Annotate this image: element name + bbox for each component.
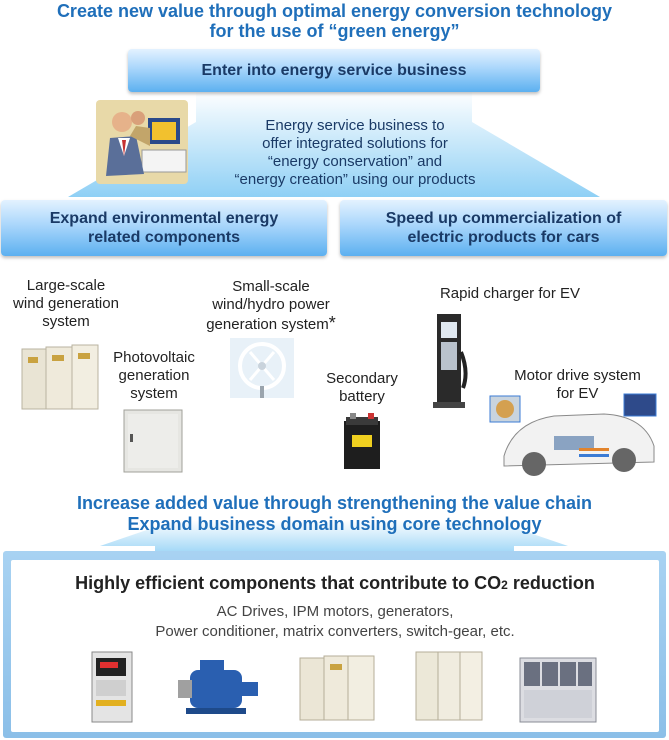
- service-text-line3: “energy conservation” and: [267, 153, 443, 170]
- switchgear-icon: [519, 657, 597, 723]
- energy-service-box: Enter into energy service business: [128, 49, 540, 92]
- right-box-line1: Speed up commercialization of: [385, 210, 622, 227]
- battery-line1: Secondary: [326, 370, 398, 387]
- components-title-post: reduction: [507, 573, 595, 593]
- small-wind-line1: Small-scale: [232, 278, 310, 295]
- right-box-line2: electric products for cars: [407, 229, 600, 246]
- power-conditioner-icon: [415, 651, 483, 721]
- service-text-line4: “energy creation” using our products: [234, 171, 476, 188]
- header-title-line1: Create new value through optimal energy …: [56, 1, 613, 21]
- battery-line2: battery: [339, 388, 385, 405]
- pv-line2: generation: [118, 367, 190, 384]
- large-wind-line2: wind generation: [13, 295, 119, 312]
- small-wind-turbine-icon: [230, 338, 294, 398]
- left-box-line1: Expand environmental energy: [49, 210, 279, 227]
- businessman-computer-icon: [96, 100, 188, 184]
- wind-inverter-cabinet-icon: [21, 344, 99, 410]
- motor-line2: for EV: [556, 385, 599, 402]
- ev-charger-icon: [433, 314, 468, 408]
- pv-line3: system: [130, 385, 178, 402]
- large-wind-line1: Large-scale: [26, 277, 106, 294]
- rapid-charger-label: Rapid charger for EV: [439, 285, 581, 302]
- ev-commercialization-box: Speed up commercialization of electric p…: [340, 200, 667, 256]
- header-title-line2: for the use of “green energy”: [209, 21, 460, 41]
- value-chain-arrow-shape: [100, 520, 568, 559]
- small-wind-line3: generation system: [206, 316, 329, 333]
- motor-drive-label: Motor drive system for EV: [500, 367, 655, 403]
- small-wind-label: Small-scale wind/hydro power generation …: [186, 278, 356, 334]
- photovoltaic-label: Photovoltaic generation system: [102, 349, 206, 403]
- environmental-components-box: Expand environmental energy related comp…: [1, 200, 327, 256]
- service-description: Energy service business to offer integra…: [190, 117, 520, 189]
- service-text-line1: Energy service business to: [265, 117, 445, 134]
- components-title-pre: Highly efficient components that contrib…: [75, 573, 502, 593]
- ac-drive-icon: [91, 651, 133, 723]
- small-wind-line2: wind/hydro power: [212, 296, 330, 313]
- service-arrow-shape: [68, 90, 600, 197]
- components-desc-line1: AC Drives, IPM motors, generators,: [216, 603, 454, 620]
- generator-cabinet-icon: [299, 655, 375, 721]
- battery-icon: [344, 413, 380, 469]
- ipm-motor-icon: [178, 660, 258, 714]
- large-wind-label: Large-scale wind generation system: [2, 277, 130, 331]
- components-desc-line2: Power conditioner, matrix converters, sw…: [155, 623, 515, 640]
- asterisk-mark: *: [328, 313, 336, 333]
- battery-label: Secondary battery: [314, 370, 410, 406]
- service-text-line2: offer integrated solutions for: [262, 135, 448, 152]
- photovoltaic-cabinet-icon: [123, 409, 183, 473]
- large-wind-line3: system: [42, 313, 90, 330]
- components-title: Highly efficient components that contrib…: [11, 573, 659, 594]
- co2-subscript: 2: [501, 578, 508, 592]
- value-chain-line2: Expand business domain using core techno…: [127, 514, 542, 534]
- ev-motor-drive-diagram-icon: [489, 393, 657, 476]
- motor-line1: Motor drive system: [514, 367, 641, 384]
- value-chain-line1: Increase added value through strengtheni…: [76, 493, 593, 513]
- pv-line1: Photovoltaic: [113, 349, 195, 366]
- left-box-line2: related components: [87, 229, 241, 246]
